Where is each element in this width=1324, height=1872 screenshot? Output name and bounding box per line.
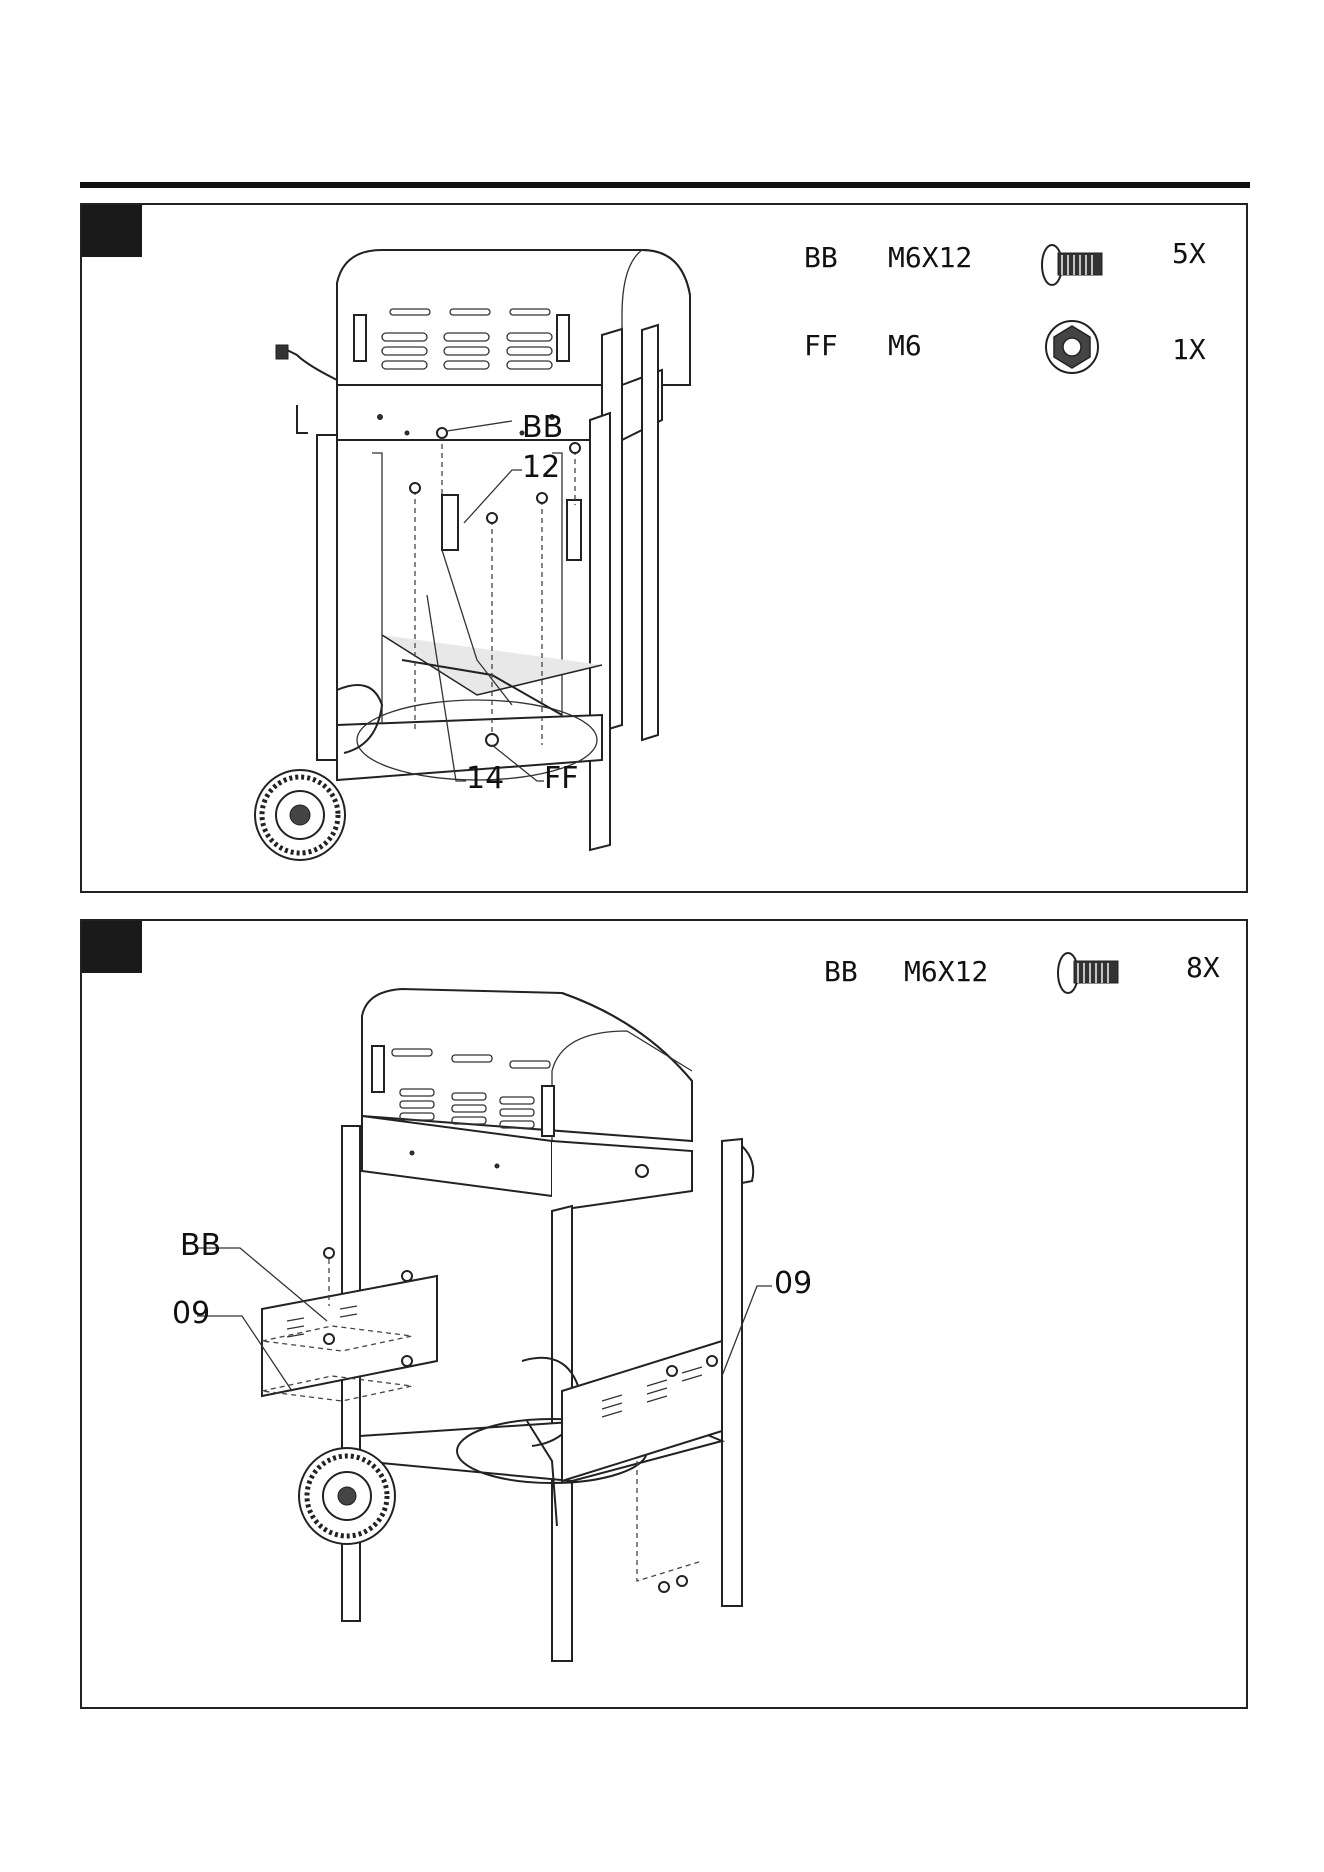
callout-label: BB bbox=[522, 410, 563, 445]
step-2-assembly-drawing bbox=[82, 921, 1250, 1711]
bolt-icon bbox=[1042, 245, 1102, 285]
bolt-icon bbox=[1058, 953, 1118, 993]
callout-label: 14 bbox=[466, 761, 504, 796]
grill-illustration bbox=[197, 989, 772, 1661]
callout-label: 12 bbox=[522, 450, 560, 485]
callout-label: BB bbox=[180, 1228, 221, 1263]
step-1-panel: BB M6X12 5X FF M6 1X bbox=[80, 203, 1248, 893]
header-rule bbox=[80, 182, 1250, 188]
nut-icon bbox=[1046, 321, 1098, 373]
step-1-assembly-drawing bbox=[82, 205, 1250, 895]
step-2-panel: BB M6X12 8X bbox=[80, 919, 1248, 1709]
callout-label: FF bbox=[544, 761, 579, 796]
callout-label: 09 bbox=[172, 1296, 210, 1331]
callout-label: 09 bbox=[774, 1266, 812, 1301]
